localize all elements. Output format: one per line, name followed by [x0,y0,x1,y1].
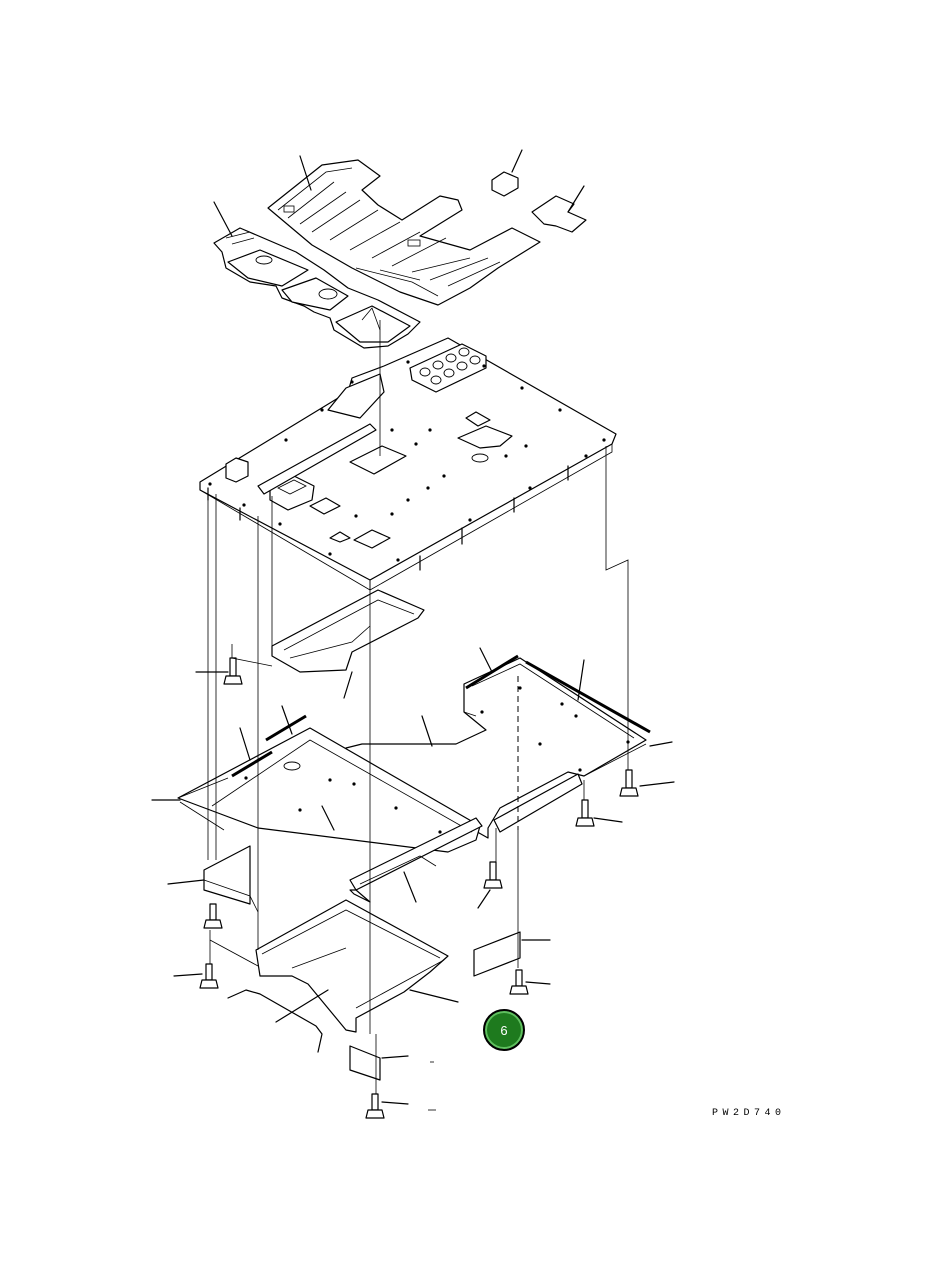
callout-badge[interactable]: 6 [483,1009,525,1051]
rod [227,989,323,1053]
leader-line [421,715,433,747]
assembly-lines [207,320,629,1094]
leader-line [577,659,585,701]
bolt [509,969,529,995]
bolt [223,657,243,685]
bolt [483,861,503,889]
leader-line [479,647,493,673]
floor-plate [199,337,617,591]
leader-line [213,201,233,237]
leader-line [281,705,293,735]
leader-line [409,989,459,1003]
small-pad-b [531,195,587,233]
undercover-left [177,714,481,853]
bolt [365,1093,385,1119]
leader-line [511,149,523,173]
center-rail [349,817,483,903]
leader-line [173,973,203,977]
leader-line [593,817,623,823]
leader-line [275,989,329,1023]
leader-line [477,889,491,909]
side-bracket-left [203,845,259,913]
leader-line [403,871,417,903]
floor-mat-front [213,227,421,349]
bolt [619,769,639,797]
leader-line [239,727,251,761]
undercover-bottom [255,899,449,1033]
bolt [203,903,223,929]
bolt [575,799,595,827]
leader-line [343,671,353,699]
small-plate-right [473,931,521,977]
leader-line [567,185,585,213]
leader-line [381,1101,409,1105]
floor-mat-upper [267,159,541,306]
leader-line [167,879,205,885]
leader-line [639,781,675,787]
leader-line [649,741,673,747]
drawing-reference-code: PW2D740 [712,1108,786,1119]
callout-label: 6 [500,1022,508,1038]
leader-line [299,155,312,191]
small-plate-bottom [349,1045,381,1081]
leader-line [525,981,551,985]
console-tray [271,589,425,673]
bolt [199,963,219,989]
leader-line [321,805,335,831]
leader-line [381,1055,409,1059]
small-pad-a [491,171,519,197]
